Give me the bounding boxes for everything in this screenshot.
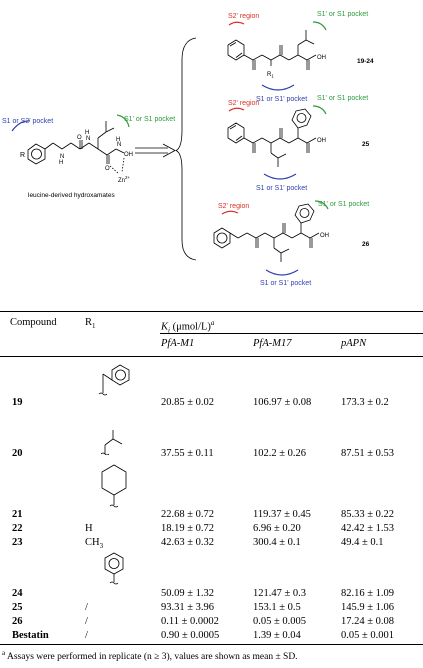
row-bestatin-papn: 0.05 ± 0.001 <box>341 630 395 641</box>
mid-s2p-label: S2' region <box>228 100 259 107</box>
header-ki: Ki (μmol/L)a <box>161 319 215 335</box>
top-r1-label: R1 <box>267 72 274 79</box>
mid-s1p-label: S1' or S1 pocket <box>317 95 368 102</box>
row-26-m17: 0.05 ± 0.005 <box>253 616 307 627</box>
row-21-compound: 21 <box>12 509 23 520</box>
row-25-r1: / <box>85 602 88 613</box>
mid-compound-number: 25 <box>362 141 370 148</box>
table-top-rule <box>0 311 423 313</box>
bot-oh-label: OH <box>320 233 329 239</box>
mid-oh-label: OH <box>317 138 326 144</box>
bot-s2p-label: S2' region <box>218 203 249 210</box>
row-22-m17: 6.96 ± 0.20 <box>253 523 301 534</box>
row-19-papn: 173.3 ± 0.2 <box>341 397 389 408</box>
row-bestatin-m17: 1.39 ± 0.04 <box>253 630 301 641</box>
top-s1-label: S1 or S1' pocket <box>256 96 307 103</box>
row-24-m17: 121.47 ± 0.3 <box>253 588 307 599</box>
row-19-m1: 20.85 ± 0.02 <box>161 397 215 408</box>
r1-phenyl-structure <box>104 552 124 585</box>
r-group-label: R <box>20 152 25 159</box>
top-molecule <box>227 30 317 70</box>
row-22-compound: 22 <box>12 523 23 534</box>
row-20-m1: 37.55 ± 0.11 <box>161 448 214 459</box>
row-bestatin-r1: / <box>85 630 88 641</box>
o-label-1: O <box>77 135 82 141</box>
left-s1p-label: S1' or S1 pocket <box>124 116 175 123</box>
row-24-compound: 24 <box>12 588 23 599</box>
header-pfa-m17: PfA-M17 <box>253 338 292 349</box>
left-caption: leucine-derived hydroxamates <box>28 192 115 199</box>
bot-s1-label: S1 or S1' pocket <box>260 280 311 287</box>
row-20-compound: 20 <box>12 448 23 459</box>
row-24-papn: 82.16 ± 1.09 <box>341 588 395 599</box>
header-r1: R1 <box>85 317 96 331</box>
row-26-compound: 26 <box>12 616 23 627</box>
mid-molecule <box>227 108 317 167</box>
bot-s1p-label: S1' or S1 pocket <box>318 201 369 208</box>
r1-cyclohexyl-structure <box>101 464 127 508</box>
table-footnote: a Assays were performed in replicate (n … <box>2 649 298 663</box>
row-23-compound: 23 <box>12 537 23 548</box>
mid-s1-label: S1 or S1' pocket <box>256 185 307 192</box>
header-compound: Compound <box>10 317 57 328</box>
row-22-m1: 18.19 ± 0.72 <box>161 523 215 534</box>
bot-compound-number: 26 <box>362 241 370 248</box>
row-23-papn: 49.4 ± 0.1 <box>341 537 384 548</box>
top-compound-number: 19-24 <box>357 58 374 65</box>
row-19-compound: 19 <box>12 397 23 408</box>
row-23-m17: 300.4 ± 0.1 <box>253 537 301 548</box>
row-20-m17: 102.2 ± 0.26 <box>253 448 307 459</box>
nh-label-2: NH <box>85 130 90 142</box>
reaction-scheme: S1 or S2' pocket S1' or S1 pocket R NH N… <box>2 11 374 287</box>
header-subrule <box>160 333 423 334</box>
row-26-r1: / <box>85 616 88 627</box>
o-label-2: O <box>105 166 110 172</box>
row-bestatin-compound: Bestatin <box>12 630 49 641</box>
top-s1p-label: S1' or S1 pocket <box>317 11 368 18</box>
row-23-r1: CH3 <box>85 537 104 551</box>
row-26-m1: 0.11 ± 0.0002 <box>161 616 219 627</box>
left-molecule <box>27 121 125 174</box>
row-26-papn: 17.24 ± 0.08 <box>341 616 395 627</box>
top-oh-label: OH <box>317 55 326 61</box>
r1-isobutyl-structure <box>100 430 123 455</box>
header-bottom-rule <box>0 356 423 357</box>
row-25-compound: 25 <box>12 602 23 613</box>
reaction-arrow <box>135 143 176 158</box>
row-19-m17: 106.97 ± 0.08 <box>253 397 312 408</box>
top-s2p-label: S2' region <box>228 13 259 20</box>
row-25-papn: 145.9 ± 1.06 <box>341 602 395 613</box>
n-label-hydroxamate: NH <box>116 137 121 148</box>
row-22-papn: 42.42 ± 1.53 <box>341 523 395 534</box>
zinc-label: Zn2+ <box>118 175 131 184</box>
header-papn: pAPN <box>341 338 367 349</box>
bracket <box>175 37 197 261</box>
row-20-papn: 87.51 ± 0.53 <box>341 448 395 459</box>
row-21-m17: 119.37 ± 0.45 <box>253 509 311 520</box>
row-21-m1: 22.68 ± 0.72 <box>161 509 215 520</box>
row-25-m17: 153.1 ± 0.5 <box>253 602 301 613</box>
row-22-r1: H <box>85 523 93 534</box>
r1-benzyl-structure <box>98 364 130 396</box>
header-pfa-m1: PfA-M1 <box>161 338 195 349</box>
row-21-papn: 85.33 ± 0.22 <box>341 509 395 520</box>
row-bestatin-m1: 0.90 ± 0.0005 <box>161 630 220 641</box>
table-bottom-rule <box>0 644 423 646</box>
oh-label-left: OH <box>124 152 133 158</box>
bottom-molecule <box>213 203 320 262</box>
row-23-m1: 42.63 ± 0.32 <box>161 537 215 548</box>
left-s1-s2p-label: S1 or S2' pocket <box>2 118 53 125</box>
row-25-m1: 93.31 ± 3.96 <box>161 602 215 613</box>
row-24-m1: 50.09 ± 1.32 <box>161 588 215 599</box>
